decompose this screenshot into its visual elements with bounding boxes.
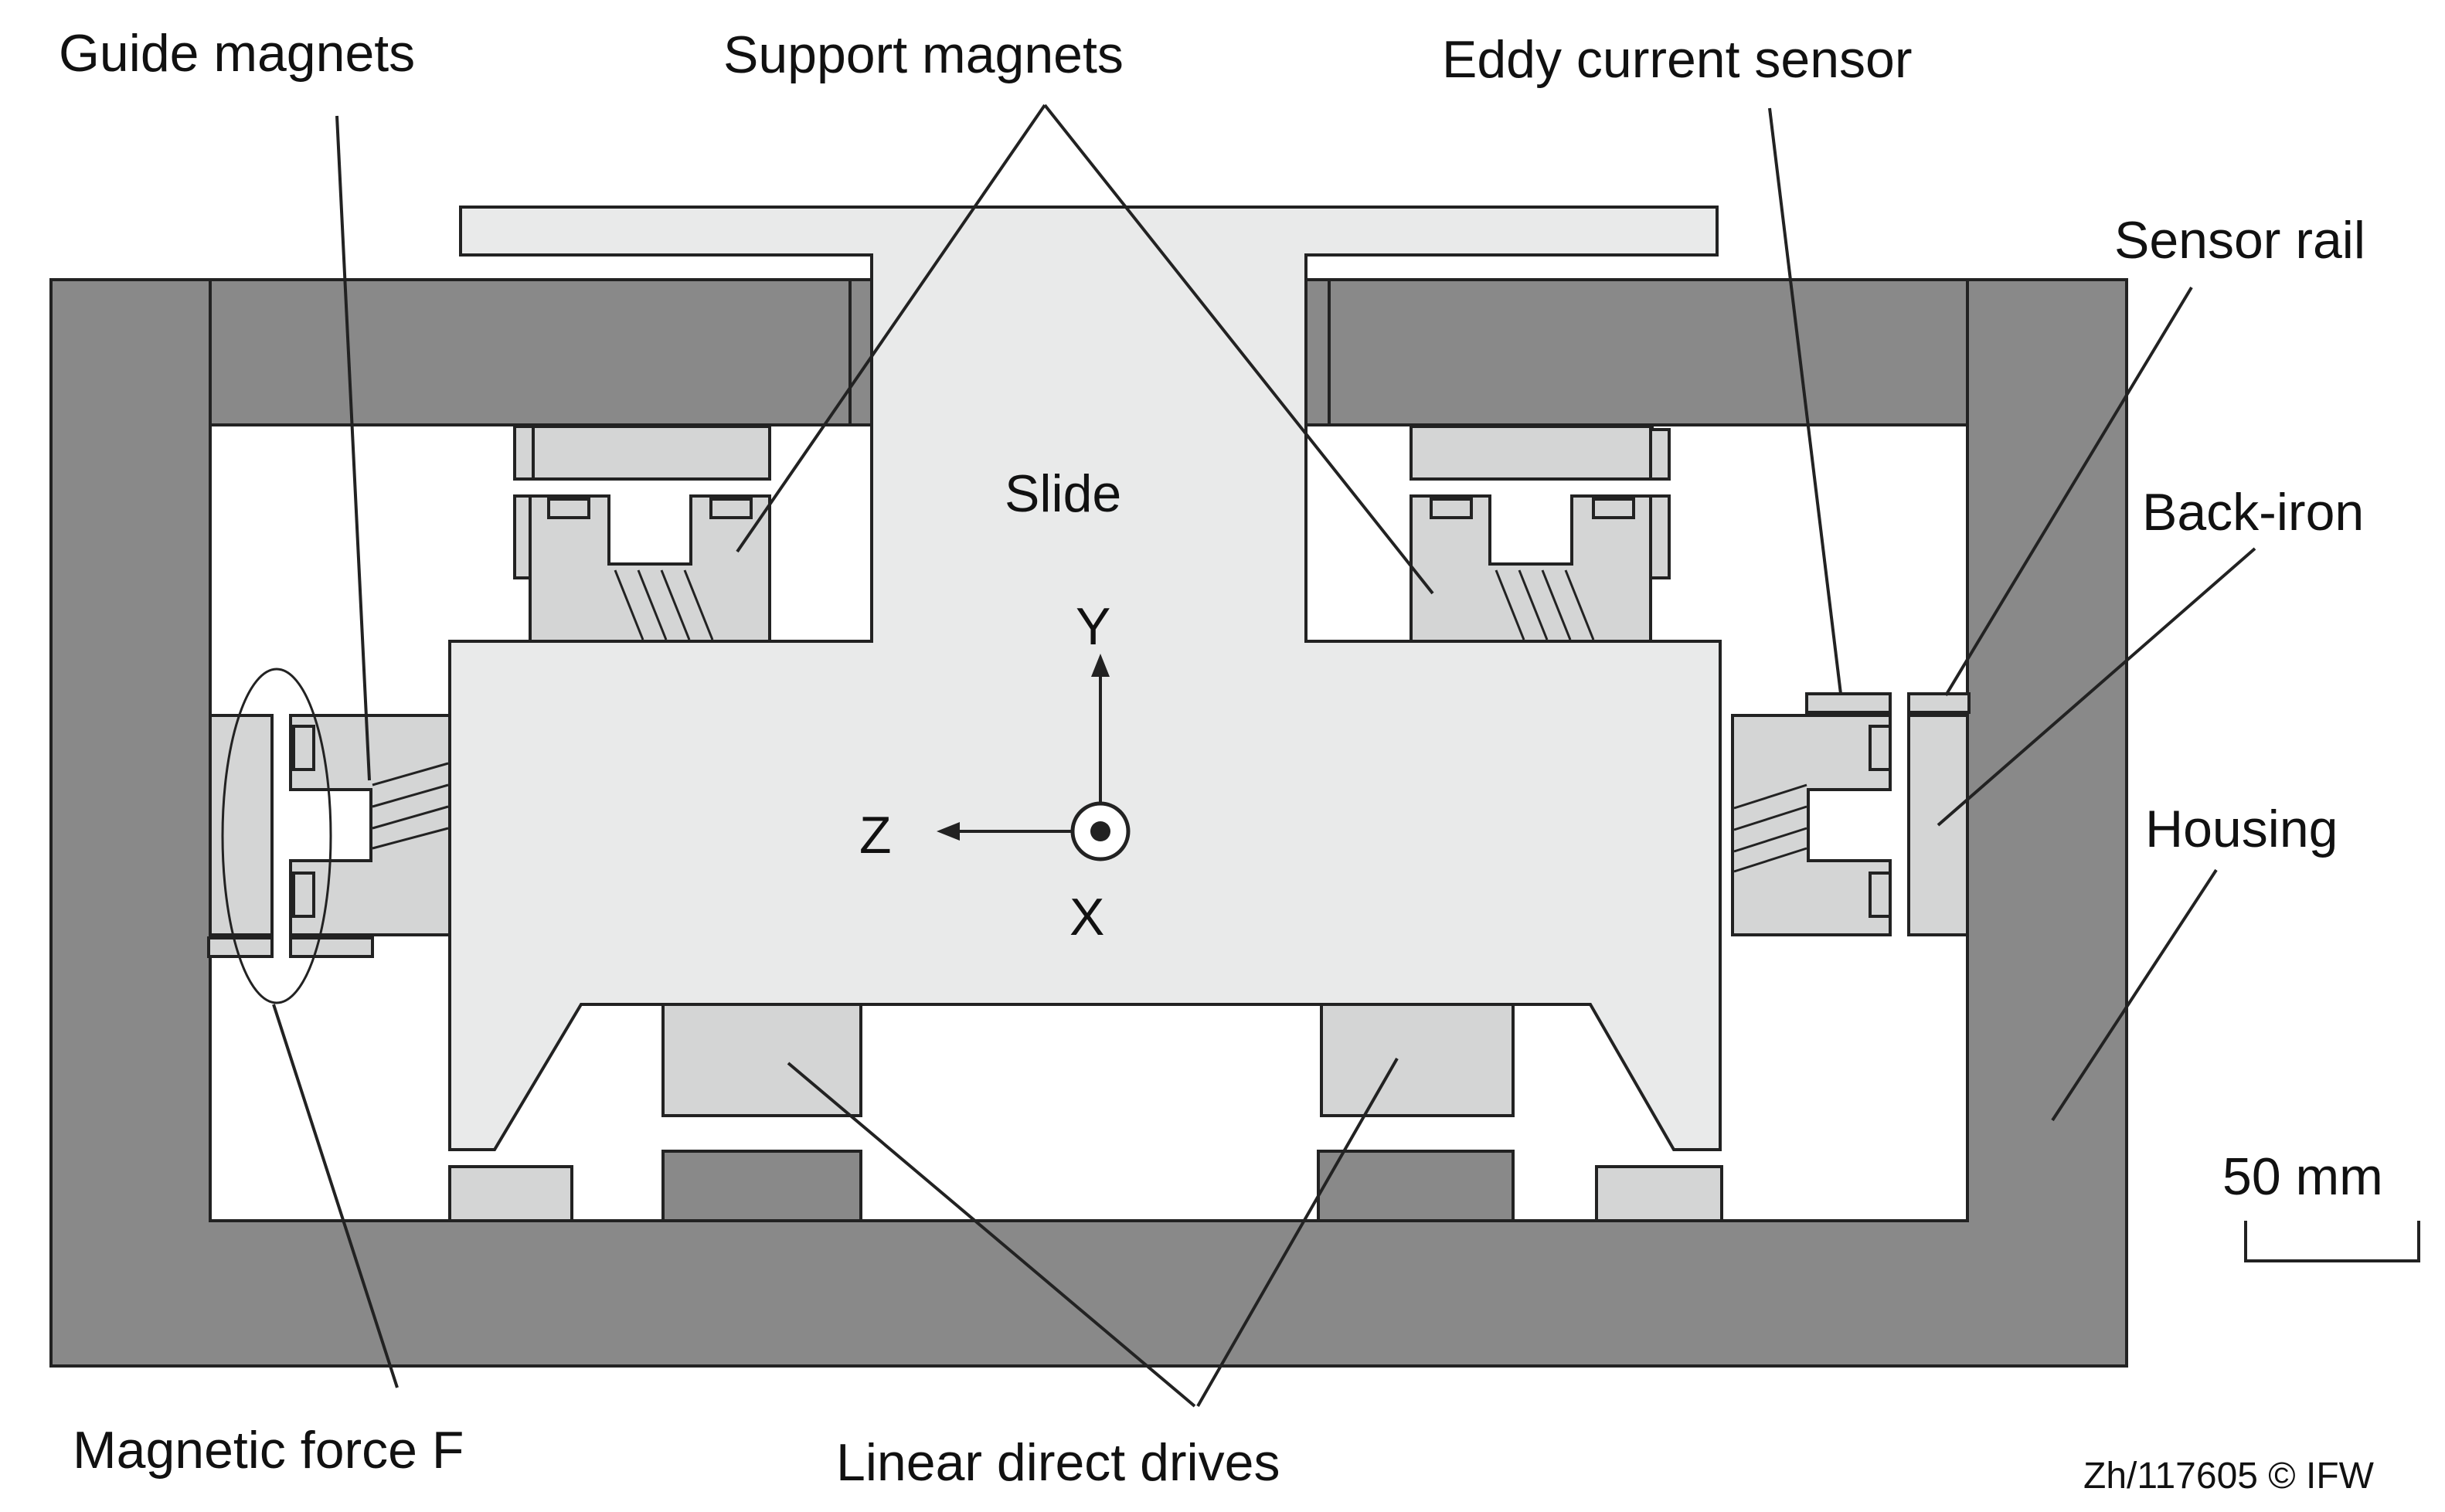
label-magnetic-force: Magnetic force F — [73, 1421, 464, 1480]
label-sensor-rail: Sensor rail — [2114, 211, 2365, 270]
leader-support-magnets-right — [1043, 104, 1434, 595]
support-backiron-right — [1410, 425, 1654, 481]
leader-housing — [2051, 868, 2218, 1122]
guide-backiron-left — [209, 714, 274, 936]
support-magnet-right — [1410, 494, 1652, 643]
label-linear-direct-drives: Linear direct drives — [836, 1433, 1280, 1492]
sensor-rail-right — [1907, 692, 1971, 714]
leader-linear-drive-left — [787, 1062, 1196, 1408]
housing-top-left-block — [209, 278, 852, 426]
guide-magnet-right — [1731, 714, 1892, 936]
magnetic-force-ellipse — [221, 668, 332, 1004]
guide-magnet-right-inset-a — [1869, 725, 1892, 771]
housing-top-right-block — [1328, 278, 1969, 426]
scale-bar — [2244, 1221, 2420, 1262]
support-sensor-left-top — [513, 425, 535, 481]
support-coil-left — [614, 569, 714, 640]
leader-linear-drive-right — [1196, 1058, 1399, 1407]
linear-drive-left-stator — [661, 1150, 862, 1222]
label-slide: Slide — [1005, 464, 1121, 523]
slide-body — [448, 206, 1722, 1151]
y-axis-arrowhead — [1091, 654, 1110, 677]
label-axis-z: Z — [859, 806, 892, 865]
guide-magnet-left-inset-a — [292, 725, 315, 771]
z-axis-arrowhead — [937, 822, 960, 841]
leader-sensor-rail — [1944, 286, 2193, 697]
linear-drive-right-stator — [1317, 1150, 1515, 1222]
leader-guide-magnets — [335, 115, 371, 781]
leader-support-magnets-left — [736, 104, 1046, 553]
support-magnet-left — [529, 494, 771, 643]
linear-drive-right-mover — [1320, 1003, 1515, 1117]
sensor-rail-left-a — [207, 936, 274, 958]
sensor-rail-left-b — [289, 936, 374, 958]
eddy-current-sensor-right — [1805, 692, 1892, 714]
guide-magnet-left — [289, 714, 451, 936]
support-sensor-right-top — [1649, 428, 1671, 481]
label-axis-y: Y — [1076, 597, 1110, 656]
guide-coil-left — [372, 762, 449, 850]
guide-coil-right — [1733, 783, 1807, 873]
support-magnet-right-inset-a — [1430, 498, 1473, 519]
bottom-rail-right — [1595, 1165, 1723, 1222]
guide-magnet-left-inset-b — [292, 872, 315, 918]
leader-eddy-current-sensor — [1768, 107, 1842, 695]
label-support-magnets: Support magnets — [723, 25, 1124, 84]
x-axis-dot — [1090, 821, 1110, 841]
label-scale: 50 mm — [2222, 1147, 2383, 1206]
support-magnet-left-inset-b — [709, 498, 753, 519]
leader-back-iron — [1937, 547, 2256, 827]
support-backiron-left — [527, 425, 771, 481]
label-back-iron: Back-iron — [2142, 483, 2364, 542]
support-magnet-right-inset-b — [1592, 498, 1635, 519]
label-eddy-current-sensor: Eddy current sensor — [1442, 30, 1913, 89]
support-coil-right — [1495, 569, 1595, 640]
leader-magnetic-force — [272, 1004, 399, 1388]
support-magnet-left-inset-a — [547, 498, 590, 519]
guide-magnet-right-inset-b — [1869, 872, 1892, 918]
label-housing: Housing — [2145, 800, 2338, 858]
support-sensor-right-bottom — [1649, 494, 1671, 579]
label-guide-magnets: Guide magnets — [59, 24, 415, 83]
label-copyright: Zh/117605 © IFW — [2083, 1456, 2375, 1497]
label-axis-x: X — [1069, 888, 1104, 946]
bottom-rail-left — [448, 1165, 573, 1222]
